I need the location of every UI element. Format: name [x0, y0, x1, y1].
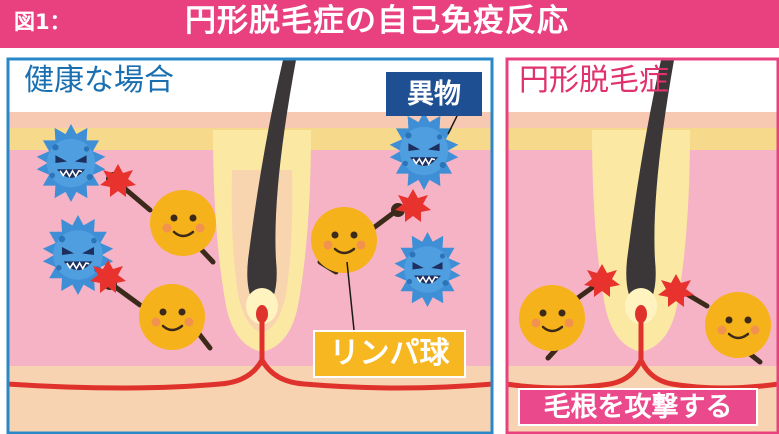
- right-panel-illustration: [505, 57, 779, 434]
- right-panel-title: 円形脱毛症: [519, 63, 669, 98]
- figure-title: 円形脱毛症の自己免疫反応: [185, 3, 569, 39]
- foreign-body-label: 異物: [386, 72, 482, 116]
- left-panel-illustration: [6, 57, 494, 434]
- figure-label: 図1：: [14, 10, 71, 34]
- attack-hair-root-label: 毛根を攻撃する: [518, 388, 758, 426]
- left-panel-title: 健康な場合: [24, 63, 174, 98]
- lymphocyte-label: リンパ球: [313, 330, 466, 378]
